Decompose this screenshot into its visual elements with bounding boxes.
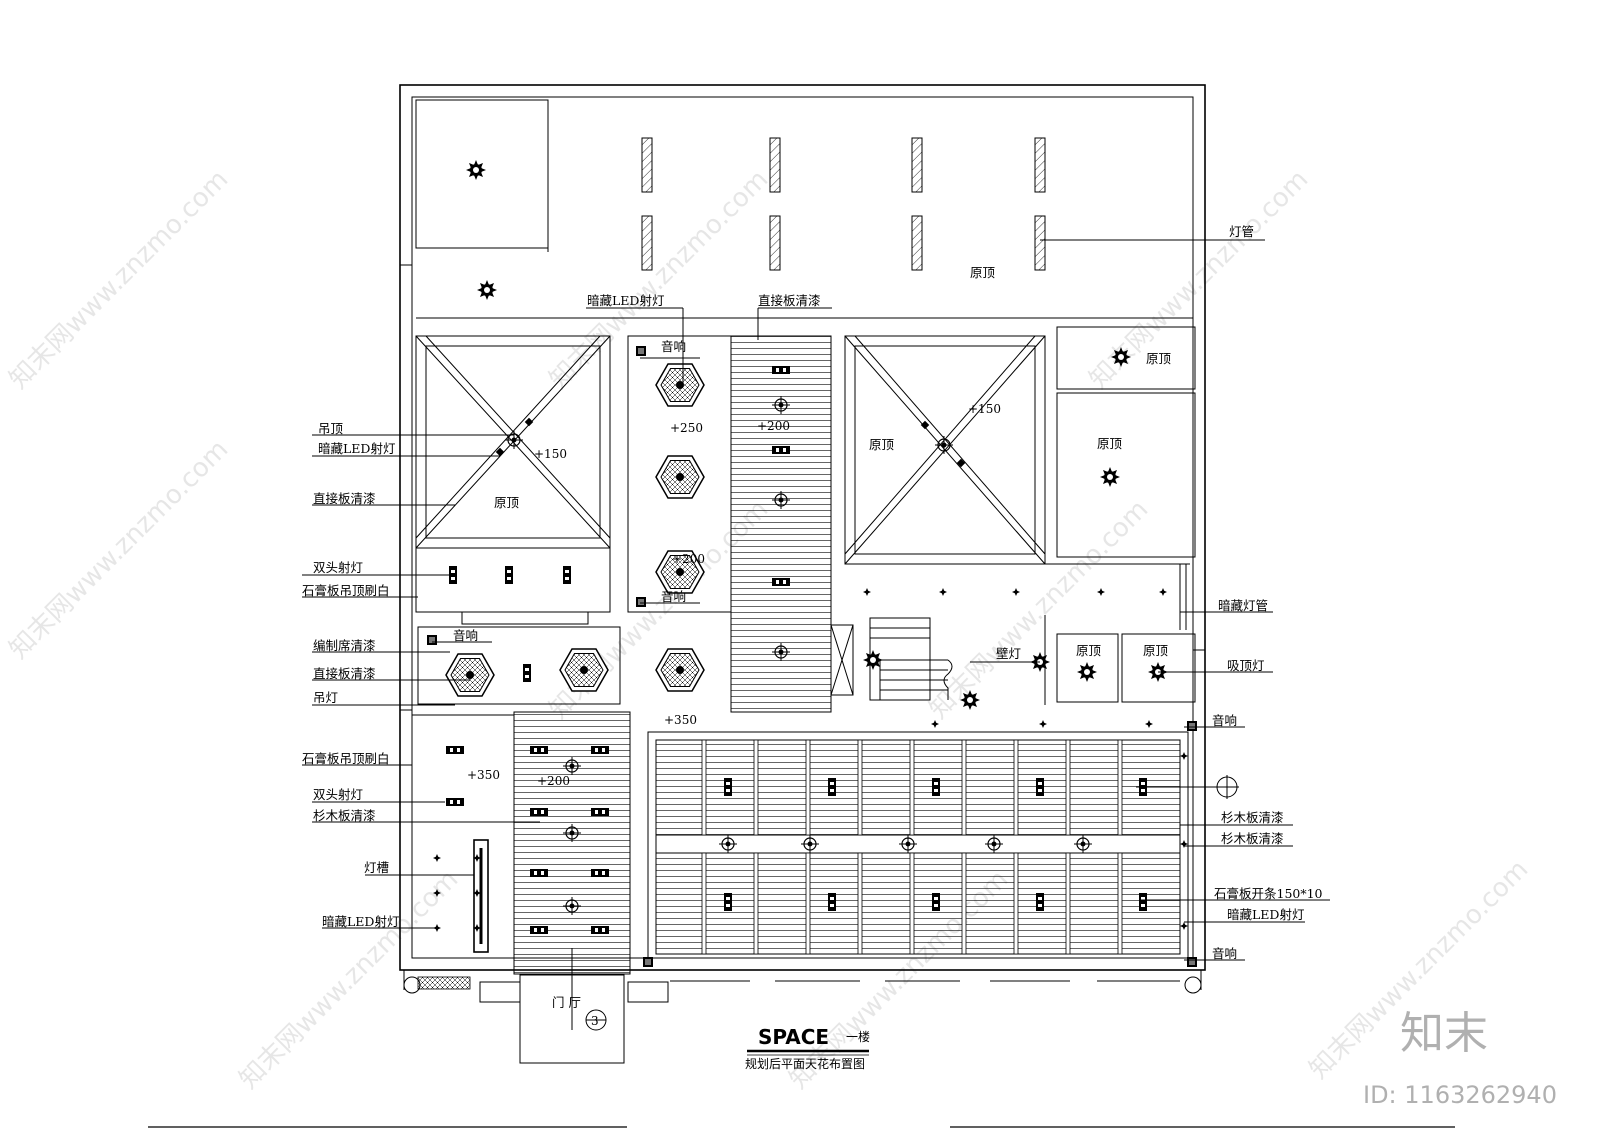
level-mark: +350 [664,713,697,727]
center-striped-column [730,335,854,713]
label-fir-board-r2: 杉木板清漆 [1221,831,1284,846]
double-spot-fixture [1036,778,1044,796]
grid-divider [1117,852,1123,955]
grid-divider [753,739,759,836]
room-original: 原顶 [970,265,996,280]
grid-divider [1065,739,1071,836]
label-gypsum-slot: 石膏板开条150*10 [1214,886,1323,901]
top-labels: 暗藏LED射灯 直接板清漆 [587,293,821,308]
top-zone [415,99,1194,328]
entrance [519,948,625,1064]
label-fir-board-r1: 杉木板清漆 [1221,810,1284,825]
double-spot-fixture [1036,893,1044,911]
bottom-left-zone [412,711,669,1003]
title-subtitle: 规划后平面天花布置图 [745,1056,865,1071]
label-led-spot: 暗藏LED射灯 [318,441,395,456]
grid-divider [701,739,707,836]
level-mark: +250 [670,421,703,435]
grid-divider [1013,739,1019,836]
label-led-spot-r: 暗藏LED射灯 [1227,907,1304,922]
grid-divider [909,739,915,836]
room-original: 原顶 [1076,643,1102,658]
label-ceiling-lamp: 吸顶灯 [1227,658,1265,673]
level-mark: +200 [672,552,705,566]
brand-watermark: 知末 ID: 1163262940 [1363,1008,1557,1109]
label-hidden-tube: 暗藏灯管 [1218,598,1268,613]
label-diaoding: 吊顶 [318,421,344,436]
double-spot-fixture [724,893,732,911]
label-led-spot-2: 暗藏LED射灯 [322,914,399,929]
grid-divider [857,739,863,836]
label-gypsum-white: 石膏板吊顶刷白 [302,583,390,598]
room-original: 原顶 [869,437,895,452]
watermark-text: 知末网www.znzmo.com [4,434,235,665]
grid-divider [909,852,915,955]
corridor-stairs [863,588,1167,710]
title-floor: 一楼 [846,1029,870,1044]
grid-divider [805,739,811,836]
label-tube: 灯管 [1229,224,1254,239]
label-gypsum-white-2: 石膏板吊顶刷白 [302,751,390,766]
speaker-label: 音响 [661,589,686,604]
label-pendant: 吊灯 [313,690,338,705]
left-x-room [415,335,621,705]
label-top-board: 直接板清漆 [758,293,821,308]
room-labels: 原顶 原顶 原顶 原顶 原顶 原顶 原顶 壁灯 门 厅 音响 音响 音响 [453,265,1172,1010]
room-original: 原顶 [1146,351,1172,366]
right-small-rooms [1056,326,1196,703]
double-spot-fixture [932,778,940,796]
level-mark: +200 [537,774,570,788]
section-mark: 3 [591,1014,599,1028]
grid-divider [1013,852,1019,955]
level-mark: +150 [968,402,1001,416]
speaker-label: 音响 [661,339,686,354]
label-double-spot-2: 双头射灯 [313,787,363,802]
level-mark: +200 [757,419,790,433]
label-double-spot: 双头射灯 [313,560,363,575]
level-mark: +350 [467,768,500,782]
grid-divider [753,852,759,955]
double-spot-fixture [828,893,836,911]
right-labels: 灯管 暗藏灯管 吸顶灯 音响 杉木板清漆 杉木板清漆 石膏板开条150*10 暗… [1212,224,1323,961]
watermark-text: 知末网www.znzmo.com [4,164,235,395]
label-speaker: 音响 [1212,713,1237,728]
leader-lines [302,239,1330,961]
double-spot-fixture [724,778,732,796]
level-marks: +150 +150 +250 +200 +200 +200 +350 +350 … [467,402,1001,1028]
room-original: 原顶 [1097,436,1123,451]
watermark-id: ID: 1163262940 [1363,1081,1557,1109]
bottom-right-hall [643,720,1239,982]
right-x-room [844,335,1190,565]
double-spot-fixture [1139,893,1147,911]
drawing-title: SPACE 一楼 规划后平面天花布置图 [745,1025,870,1071]
left-labels: 吊顶 暗藏LED射灯 直接板清漆 双头射灯 石膏板吊顶刷白 编制席清漆 直接板清… [302,421,399,929]
room-original: 原顶 [1143,643,1169,658]
grid-divider [1065,852,1071,955]
grid-divider [805,852,811,955]
grid-divider [961,739,967,836]
label-top-led: 暗藏LED射灯 [587,293,664,308]
double-spot-fixture [932,893,940,911]
label-board-varnish: 直接板清漆 [313,491,376,506]
grid-divider [857,852,863,955]
title-space: SPACE [758,1025,829,1049]
watermark-text: 知末网www.znzmo.com [924,494,1155,725]
label-light-trough: 灯槽 [364,860,389,875]
speaker-label: 音响 [453,628,478,643]
label-board-varnish-2: 直接板清漆 [313,666,376,681]
room-door-hall: 门 厅 [552,995,581,1010]
grid-divider [1117,739,1123,836]
label-speaker-2: 音响 [1212,946,1237,961]
label-fir-board: 杉木板清漆 [313,808,376,823]
grid-divider [701,852,707,955]
room-original: 原顶 [494,495,520,510]
room-wall-lamp: 壁灯 [996,646,1021,661]
double-spot-fixture [828,778,836,796]
label-woven-mat: 编制席清漆 [313,638,376,653]
grid-divider [961,852,967,955]
grid-lines [701,739,1147,955]
level-mark: +150 [534,447,567,461]
watermark-brand: 知末 [1400,1008,1488,1059]
